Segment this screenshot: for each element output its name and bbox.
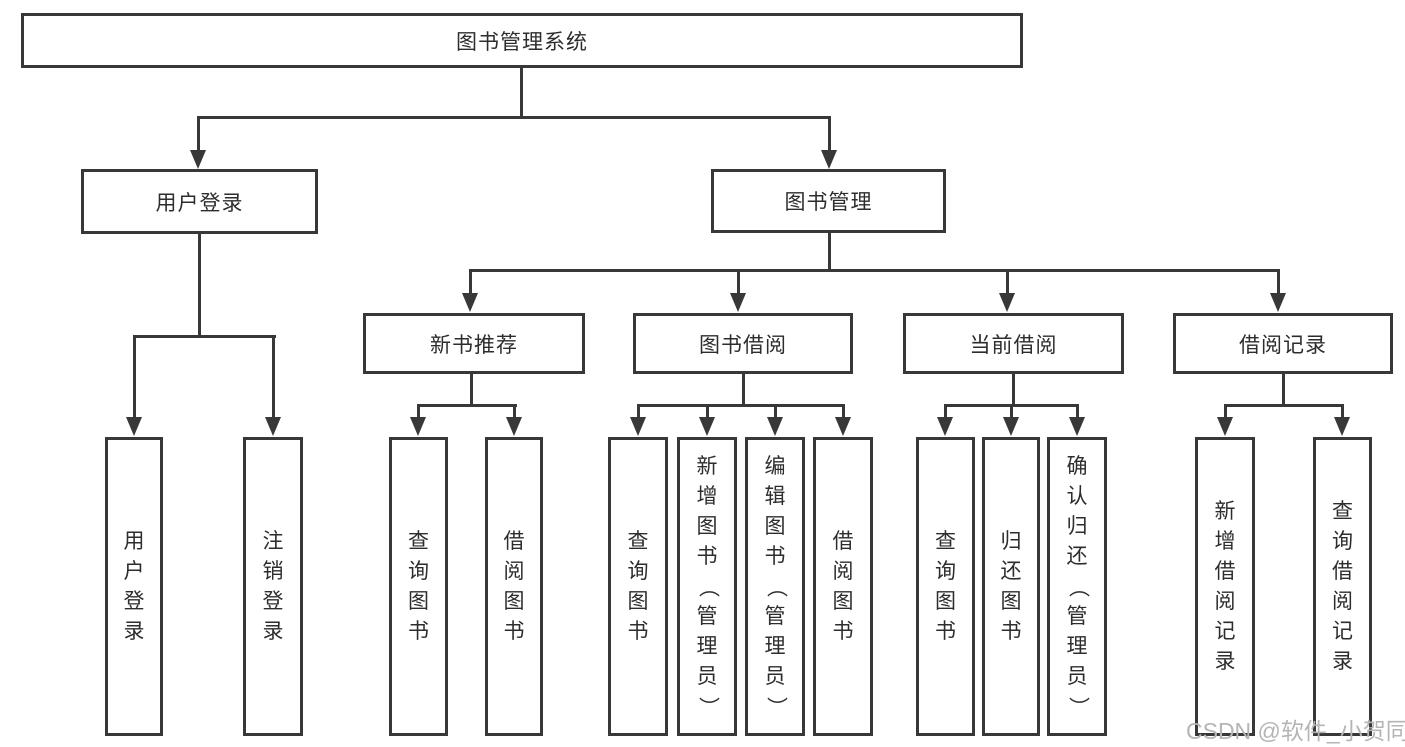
connector-line [417,404,517,407]
node-book-borrow-label: 图书借阅 [699,333,787,357]
leaf-logout: 注销登录 [243,437,303,736]
arrow-down-icon [462,293,478,312]
node-book-management-label: 图书管理 [784,191,873,214]
node-book-management: 图书管理 [711,169,946,233]
connector-line [1277,269,1280,295]
leaf-borrow-edit-admin: 编辑图书（管理员） [745,437,805,736]
node-user-login-label: 用户登录 [155,191,244,215]
connector-line [470,374,473,407]
node-user-login: 用户登录 [81,169,318,234]
leaf-current-confirm-admin: 确认归还（管理员） [1047,437,1107,736]
leaf-newbook-query: 查询图书 [389,437,448,736]
leaf-records-query: 查询借阅记录 [1313,437,1372,736]
connector-line [469,269,1280,272]
csdn-watermark: CSDN @软件_小贺同学 [1186,718,1405,744]
connector-line [706,404,709,419]
connector-line [637,404,640,419]
connector-line [842,404,845,419]
connector-line [742,374,745,407]
arrow-down-icon [999,293,1015,312]
node-current-borrow-label: 当前借阅 [969,333,1058,357]
arrow-down-icon [630,417,646,436]
node-borrow-records: 借阅记录 [1173,313,1393,374]
arrow-down-icon [937,417,953,436]
leaf-user-login: 用户登录 [105,437,163,736]
arrow-down-icon [699,417,715,436]
connector-line [133,335,276,338]
arrow-down-icon [1003,417,1019,436]
connector-line [197,116,831,119]
connector-line [828,116,831,152]
connector-line [469,269,472,295]
leaf-current-query: 查询图书 [916,437,975,736]
connector-line [272,335,275,419]
connector-line [198,234,201,338]
node-book-borrow: 图书借阅 [633,313,853,374]
connector-line [513,404,516,419]
leaf-newbook-borrow: 借阅图书 [485,437,543,736]
connector-line [417,404,420,419]
connector-line [133,335,136,419]
arrow-down-icon [1270,293,1286,312]
node-root: 图书管理系统 [21,13,1023,68]
connector-line [1076,404,1079,419]
connector-line [197,116,200,152]
arrow-down-icon [190,150,206,169]
connector-line [520,68,523,118]
leaf-current-return: 归还图书 [982,437,1040,736]
connector-line [1224,404,1227,419]
arrow-down-icon [1069,417,1085,436]
node-root-label: 图书管理系统 [456,30,588,54]
arrow-down-icon [506,417,522,436]
node-new-book-recommend: 新书推荐 [363,313,585,374]
connector-line [1006,269,1009,295]
connector-line [1282,374,1285,407]
node-new-book-recommend-label: 新书推荐 [430,333,518,357]
connector-line [637,404,845,407]
node-borrow-records-label: 借阅记录 [1239,333,1327,357]
connector-line [828,233,831,272]
leaf-borrow-borrow: 借阅图书 [813,437,873,736]
arrow-down-icon [410,417,426,436]
connector-line [774,404,777,419]
arrow-down-icon [835,417,851,436]
connector-line [1224,404,1344,407]
leaf-records-add: 新增借阅记录 [1195,437,1255,736]
arrow-down-icon [821,150,837,169]
leaf-borrow-query: 查询图书 [608,437,668,736]
connector-line [1010,404,1013,419]
arrow-down-icon [265,417,281,436]
connector-line [737,269,740,295]
arrow-down-icon [1217,417,1233,436]
arrow-down-icon [767,417,783,436]
node-current-borrow: 当前借阅 [903,313,1124,374]
arrow-down-icon [730,293,746,312]
arrow-down-icon [1334,417,1350,436]
arrow-down-icon [126,417,142,436]
leaf-borrow-add-admin: 新增图书（管理员） [677,437,737,736]
connector-line [1012,374,1015,407]
connector-line [1341,404,1344,419]
connector-line [944,404,947,419]
